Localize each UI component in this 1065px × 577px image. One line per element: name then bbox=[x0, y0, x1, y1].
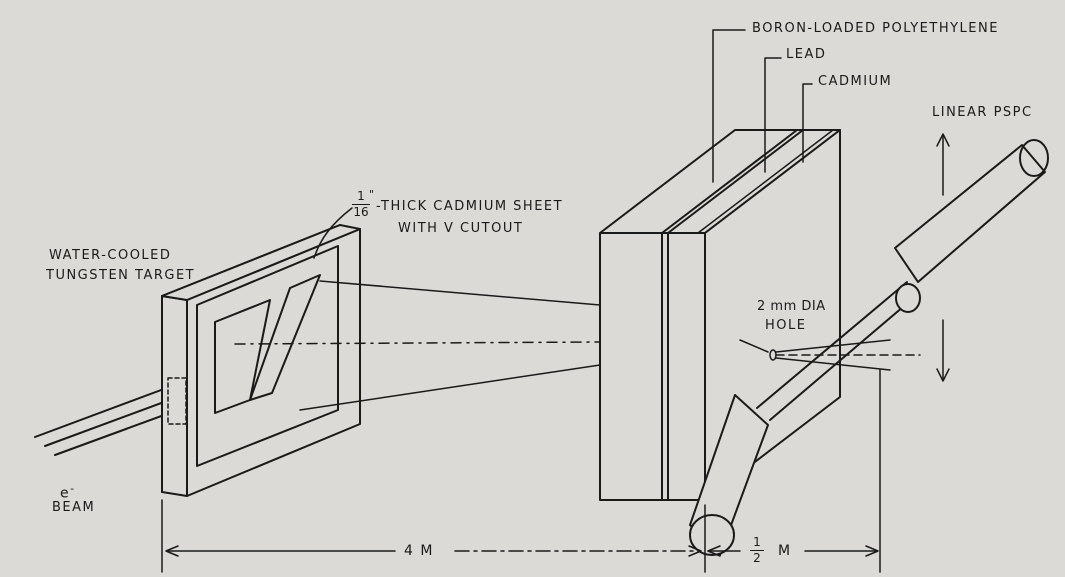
label-distance-4m: 4 M bbox=[404, 543, 434, 559]
label-cadmium-sheet-line2: WITH V CUTOUT bbox=[398, 221, 524, 236]
tungsten-target bbox=[161, 224, 361, 497]
fraction-numerator: 1 bbox=[357, 189, 365, 203]
label-inch-mark: " bbox=[369, 188, 376, 201]
label-electron: e- bbox=[60, 480, 76, 503]
linear-pspc-detector bbox=[689, 139, 1049, 556]
label-target-line2: TUNGSTEN TARGET bbox=[46, 268, 196, 283]
label-linear-pspc: LINEAR PSPC bbox=[932, 105, 1033, 120]
label-distance-unit: M bbox=[778, 543, 792, 559]
label-distance-half-fraction: 1 2 bbox=[750, 536, 764, 565]
label-sheet-thickness-fraction: 1 16 bbox=[352, 190, 370, 219]
label-target-line1: WATER-COOLED bbox=[49, 248, 172, 263]
label-cadmium: CADMIUM bbox=[818, 74, 893, 89]
motion-arrows bbox=[936, 133, 950, 382]
label-beam: BEAM bbox=[52, 500, 96, 515]
leader-lines bbox=[313, 29, 813, 259]
fraction-numerator: 1 bbox=[753, 535, 761, 549]
label-boron-loaded-polyethylene: BORON-LOADED POLYETHYLENE bbox=[752, 21, 999, 36]
shielding-block bbox=[599, 129, 841, 501]
pinhole-rays bbox=[739, 339, 921, 371]
electron-charge: - bbox=[70, 482, 76, 495]
fraction-denominator: 16 bbox=[353, 205, 369, 219]
label-hole-line1: 2 mm DIA bbox=[757, 299, 826, 314]
label-hole-line2: HOLE bbox=[765, 318, 807, 333]
cadmium-sheet-v-cutout bbox=[196, 245, 339, 467]
electron-symbol: e bbox=[60, 485, 71, 502]
label-lead: LEAD bbox=[786, 47, 827, 62]
fraction-denominator: 2 bbox=[753, 551, 761, 565]
beam-fan bbox=[234, 280, 601, 411]
label-cadmium-sheet-line1: -THICK CADMIUM SHEET bbox=[376, 199, 564, 214]
dimension-lines bbox=[161, 369, 881, 573]
